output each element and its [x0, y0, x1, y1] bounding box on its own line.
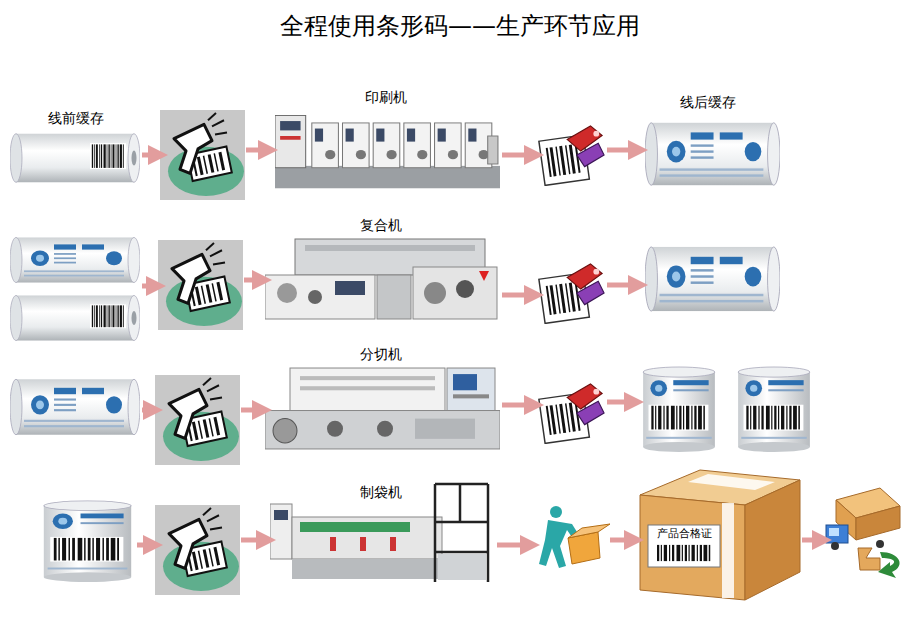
node-label: 线前缓存: [8, 110, 143, 127]
machine-node: 印刷机: [273, 88, 502, 192]
node-label: 制袋机: [268, 484, 493, 501]
machine-node: 复合机: [263, 216, 502, 322]
machine-node: 制袋机: [268, 480, 497, 585]
truck-icon: [826, 488, 900, 578]
node-label: 产品合格证: [648, 527, 720, 540]
node-label: 线后缓存: [638, 94, 778, 111]
roll-node: 线后缓存: [638, 92, 782, 192]
node-label: 分切机: [263, 346, 498, 363]
diagram-title: 全程使用条形码——生产环节应用: [0, 12, 920, 41]
flow-arrow: [137, 150, 816, 545]
carton-node: 产品合格证: [640, 465, 800, 600]
machine-node: 分切机: [263, 345, 502, 453]
node-label: 复合机: [263, 217, 498, 234]
roll-node: 线前缓存: [8, 104, 147, 188]
packer-icon: [539, 506, 610, 568]
node-label: 印刷机: [273, 89, 498, 106]
carton-box: [640, 470, 800, 600]
